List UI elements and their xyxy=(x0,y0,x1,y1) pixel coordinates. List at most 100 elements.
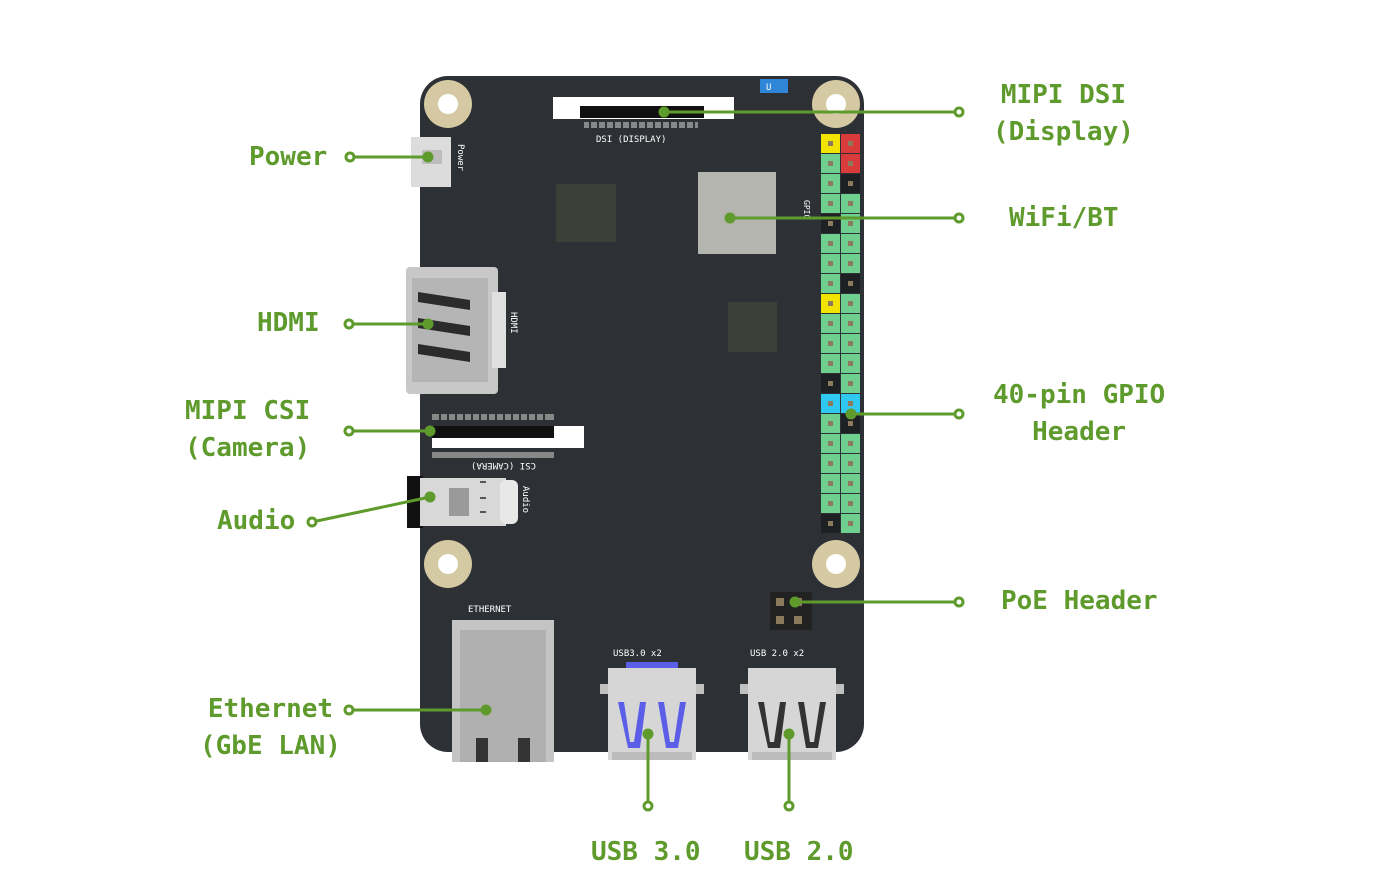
callout-dsi-line1: MIPI DSI xyxy=(1000,80,1127,110)
gpio-pin-pad xyxy=(828,421,833,426)
gpio-pin-pad xyxy=(828,241,833,246)
usb3-port: USB3.0 x2 xyxy=(600,649,704,760)
gpio-pin-pad xyxy=(828,501,833,506)
audio-silkscreen-label: Audio xyxy=(520,486,530,513)
gpio-pin-pad xyxy=(848,241,853,246)
csi-connector: CSI (CAMERA) xyxy=(432,414,584,470)
csi-leader-line xyxy=(343,425,436,437)
gpio-pin-pad xyxy=(848,481,853,486)
gpio-pin-pad xyxy=(828,481,833,486)
wifi-bt-module xyxy=(698,172,776,254)
callout-wifi-line1: WiFi/BT xyxy=(1009,203,1119,233)
gpio-pin-pad xyxy=(828,321,833,326)
mounting-hole-bottom-left xyxy=(424,540,472,588)
hdmi-leader-line xyxy=(343,318,434,330)
gpio-pin-pad xyxy=(848,381,853,386)
gpio-pin-pad xyxy=(848,201,853,206)
usb2-silkscreen-label: USB 2.0 x2 xyxy=(750,649,804,659)
gpio-pin-pad xyxy=(828,461,833,466)
gpio-pin-pad xyxy=(848,521,853,526)
gpio-pin-pad xyxy=(828,161,833,166)
wifi-leader-line xyxy=(724,212,965,224)
usb3-silkscreen-label: USB3.0 x2 xyxy=(613,649,662,659)
ethernet-port: ETHERNET xyxy=(452,605,554,762)
callout-gpio-line2: Header xyxy=(1032,417,1127,447)
gpio-pin-pad xyxy=(828,361,833,366)
callout-audio-line1: Audio xyxy=(217,506,296,536)
dsi-leader-line xyxy=(658,106,965,118)
power-silkscreen-label: Power xyxy=(455,144,465,172)
gpio-pin-pad xyxy=(848,441,853,446)
gpio-pin-pad xyxy=(848,461,853,466)
ethernet-silkscreen-label: ETHERNET xyxy=(468,605,512,615)
callout-ethernet-line2: (GbE LAN) xyxy=(200,731,341,761)
gpio-pin-pad xyxy=(848,321,853,326)
gpio-pin-pad xyxy=(848,501,853,506)
gpio-pin-pad xyxy=(828,181,833,186)
callout-power-line1: Power xyxy=(249,142,328,172)
gpio-pin-pad xyxy=(848,281,853,286)
gpio-pin-pad xyxy=(848,361,853,366)
poe-leader-line xyxy=(789,596,965,608)
status-led-component xyxy=(760,79,788,93)
callout-poe: PoE Header xyxy=(1001,583,1158,620)
poe-header xyxy=(770,592,812,630)
gpio-silkscreen-label: GPIO xyxy=(802,200,811,219)
usb3-leader-line xyxy=(642,728,654,812)
callout-ethernet: Ethernet (GbE LAN) xyxy=(200,691,341,765)
callout-usb2: USB 2.0 xyxy=(744,834,854,871)
dsi-silkscreen-label: DSI (DISPLAY) xyxy=(596,135,666,145)
audio-leader-line xyxy=(306,491,436,528)
callout-power: Power xyxy=(249,139,327,176)
callout-csi: MIPI CSI (Camera) xyxy=(185,393,310,467)
soc-chip xyxy=(556,184,616,242)
mounting-hole-top-left xyxy=(424,80,472,128)
dsi-connector: DSI (DISPLAY) xyxy=(553,97,734,145)
usb2-port: USB 2.0 x2 xyxy=(740,649,844,760)
callout-dsi-line2: (Display) xyxy=(993,117,1134,147)
gpio-pin-pad xyxy=(848,141,853,146)
gpio-pin-pad xyxy=(828,141,833,146)
gpio-pin-pad xyxy=(848,421,853,426)
gpio-pin-pad xyxy=(828,261,833,266)
gpio-leader-line xyxy=(845,408,965,420)
gpio-pin-pad xyxy=(848,161,853,166)
callout-gpio: 40-pin GPIO Header xyxy=(993,377,1165,451)
gpio-pin-pad xyxy=(828,281,833,286)
hdmi-connector: HDMI xyxy=(406,267,518,394)
gpio-pin-pad xyxy=(828,521,833,526)
usb2-leader-line xyxy=(783,728,795,812)
gpio-pin-pad xyxy=(828,201,833,206)
gpio-pin-pad xyxy=(828,301,833,306)
gpio-pin-pad xyxy=(828,441,833,446)
gpio-pin-pad xyxy=(848,301,853,306)
gpio-pin-pad xyxy=(828,341,833,346)
callout-usb2-line1: USB 2.0 xyxy=(744,837,854,867)
mounting-hole-bottom-right xyxy=(812,540,860,588)
hdmi-silkscreen-label: HDMI xyxy=(508,312,518,334)
callout-hdmi-line1: HDMI xyxy=(257,308,320,338)
callout-ethernet-line1: Ethernet xyxy=(207,694,334,724)
callout-csi-line2: (Camera) xyxy=(185,433,311,463)
gpio-pin-pad xyxy=(828,221,833,226)
callout-usb3-line1: USB 3.0 xyxy=(591,837,701,867)
gpio-pin-pad xyxy=(848,261,853,266)
callout-wifi: WiFi/BT xyxy=(1009,200,1119,237)
gpio-pin-pad xyxy=(828,401,833,406)
callout-audio: Audio xyxy=(217,503,295,540)
gpio-pin-pad xyxy=(848,221,853,226)
callout-csi-line1: MIPI CSI xyxy=(185,396,311,426)
gpio-pin-pad xyxy=(848,401,853,406)
callout-poe-line1: PoE Header xyxy=(1001,586,1158,616)
csi-silkscreen-label: CSI (CAMERA) xyxy=(471,460,536,470)
memory-chip xyxy=(728,302,777,352)
callout-gpio-line1: 40-pin GPIO xyxy=(993,380,1166,410)
callout-hdmi: HDMI xyxy=(257,305,320,342)
power-leader-line xyxy=(344,151,434,163)
callout-usb3: USB 3.0 xyxy=(591,834,701,871)
gpio-header xyxy=(821,134,860,533)
gpio-pin-pad xyxy=(828,381,833,386)
mounting-hole-top-right xyxy=(812,80,860,128)
svg-text:U: U xyxy=(766,83,771,93)
